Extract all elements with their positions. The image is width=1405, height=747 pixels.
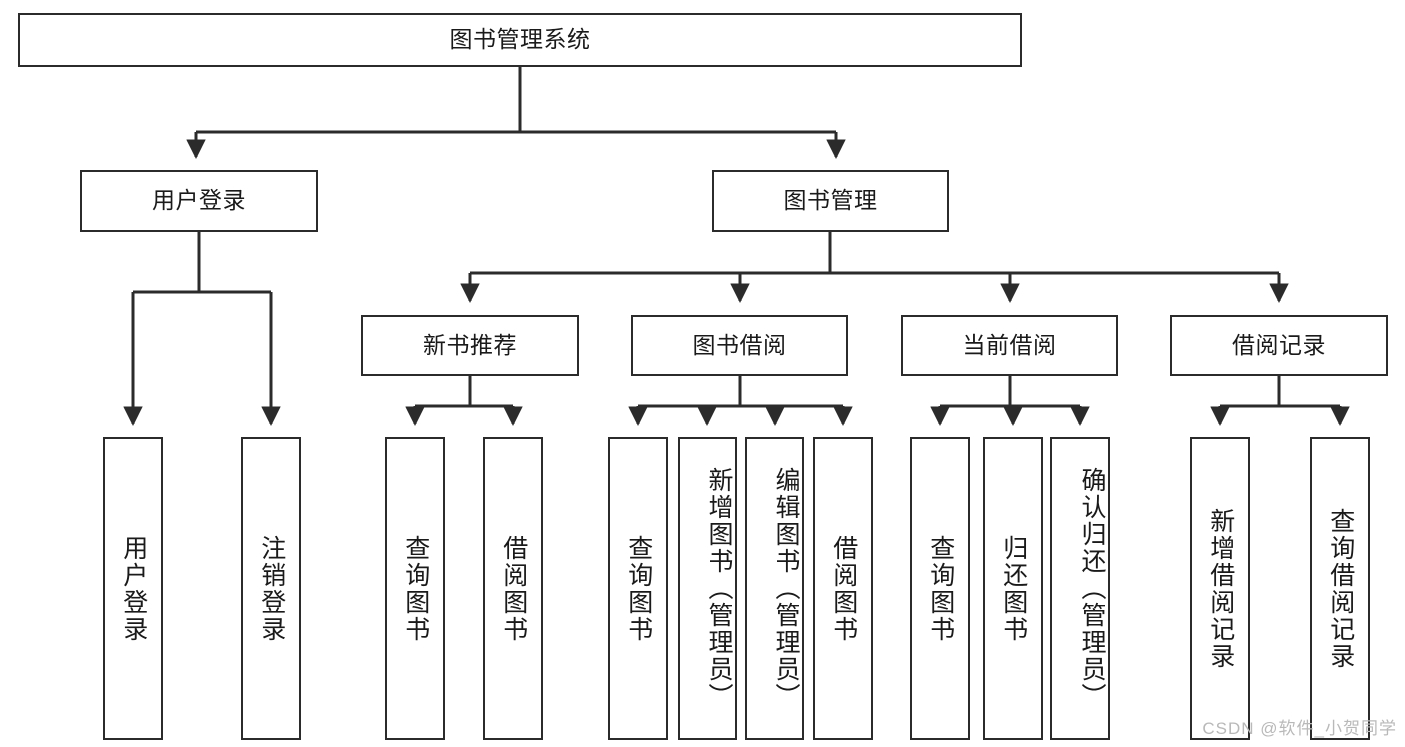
node-leaf-query-record[interactable]: 查询借阅记录 xyxy=(1310,437,1370,740)
node-leaf-query-book-3[interactable]: 查询图书 xyxy=(910,437,970,740)
node-book-borrow[interactable]: 图书借阅 xyxy=(631,315,848,376)
node-borrow-record[interactable]: 借阅记录 xyxy=(1170,315,1388,376)
node-root-label: 图书管理系统 xyxy=(449,26,591,53)
node-leaf-return-book-label: 归还图书 xyxy=(999,534,1028,643)
node-leaf-user-login-label: 用户登录 xyxy=(119,534,148,643)
node-leaf-return-book[interactable]: 归还图书 xyxy=(983,437,1043,740)
node-leaf-add-record-label: 新增借阅记录 xyxy=(1206,507,1235,670)
node-current-borrow-label: 当前借阅 xyxy=(962,331,1057,358)
node-leaf-logout-label: 注销登录 xyxy=(257,534,286,643)
node-book-borrow-label: 图书借阅 xyxy=(692,331,787,358)
node-new-book-recommend-label: 新书推荐 xyxy=(423,331,517,358)
node-new-book-recommend[interactable]: 新书推荐 xyxy=(361,315,579,376)
node-book-manage-label: 图书管理 xyxy=(783,187,878,214)
node-leaf-query-book-3-label: 查询图书 xyxy=(926,534,955,643)
node-user-login[interactable]: 用户登录 xyxy=(80,170,318,232)
node-leaf-add-record[interactable]: 新增借阅记录 xyxy=(1190,437,1250,740)
node-leaf-query-book-2[interactable]: 查询图书 xyxy=(608,437,668,740)
node-book-manage[interactable]: 图书管理 xyxy=(712,170,949,232)
node-leaf-add-book-label: 新增图书（管理员） xyxy=(705,467,733,710)
node-leaf-confirm-return-label: 确认归还（管理员） xyxy=(1078,467,1106,710)
node-leaf-confirm-return[interactable]: 确认归还（管理员） xyxy=(1050,437,1110,740)
node-leaf-borrow-book-2[interactable]: 借阅图书 xyxy=(813,437,873,740)
node-borrow-record-label: 借阅记录 xyxy=(1232,331,1326,358)
node-leaf-query-book-2-label: 查询图书 xyxy=(624,534,653,643)
node-leaf-add-book[interactable]: 新增图书（管理员） xyxy=(678,437,737,740)
node-root[interactable]: 图书管理系统 xyxy=(18,13,1022,67)
node-leaf-user-login[interactable]: 用户登录 xyxy=(103,437,163,740)
node-leaf-logout[interactable]: 注销登录 xyxy=(241,437,301,740)
node-user-login-label: 用户登录 xyxy=(152,187,246,214)
node-leaf-query-book-1[interactable]: 查询图书 xyxy=(385,437,445,740)
node-leaf-edit-book-label: 编辑图书（管理员） xyxy=(772,467,800,710)
node-current-borrow[interactable]: 当前借阅 xyxy=(901,315,1118,376)
node-leaf-borrow-book-2-label: 借阅图书 xyxy=(829,534,858,643)
node-leaf-query-book-1-label: 查询图书 xyxy=(401,534,430,643)
node-leaf-borrow-book-1[interactable]: 借阅图书 xyxy=(483,437,543,740)
watermark: CSDN @软件_小贺同学 xyxy=(1202,719,1397,738)
node-leaf-borrow-book-1-label: 借阅图书 xyxy=(499,534,528,643)
node-leaf-query-record-label: 查询借阅记录 xyxy=(1326,507,1355,670)
node-leaf-edit-book[interactable]: 编辑图书（管理员） xyxy=(745,437,804,740)
